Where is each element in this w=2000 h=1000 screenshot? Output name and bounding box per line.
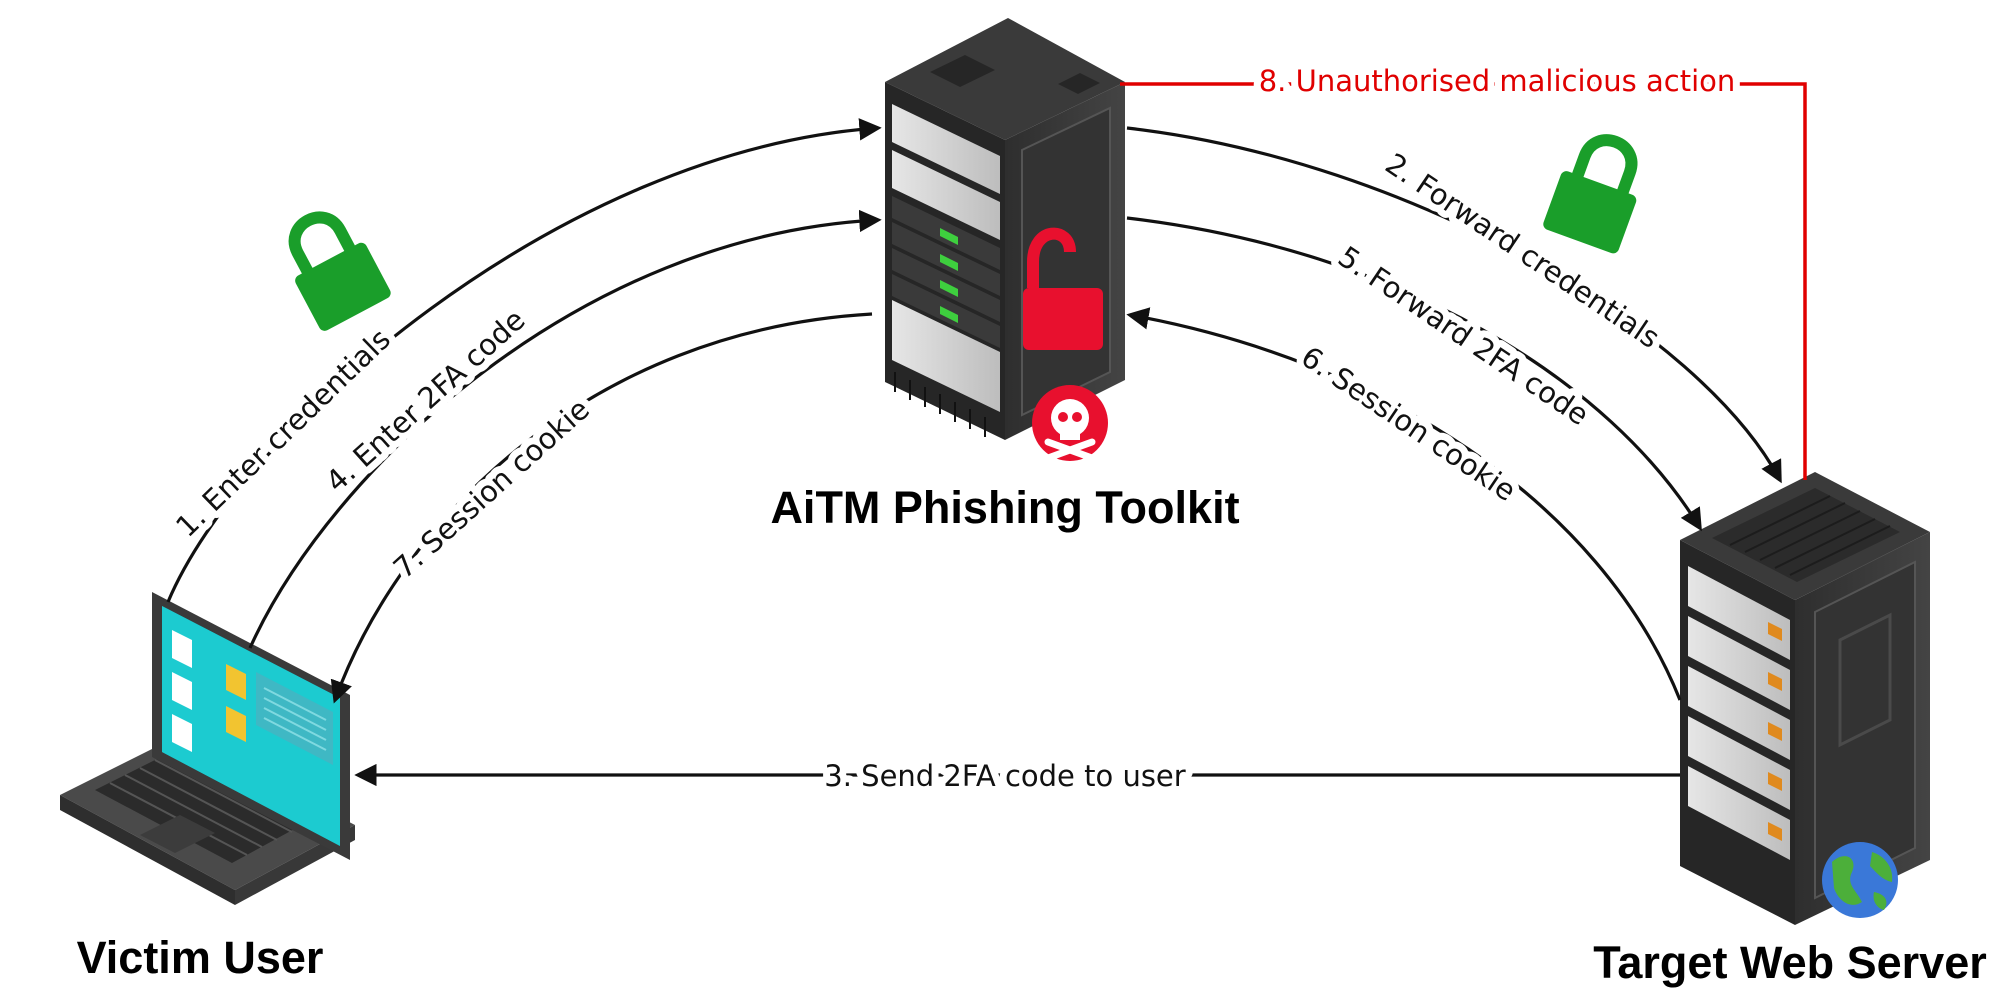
arrow-step-5 xyxy=(1126,216,1702,532)
padlock-locked-icon-server-side xyxy=(1543,134,1638,254)
arrow-step-6 xyxy=(1126,307,1682,701)
step-label-8: 8. Unauthorised malicious action xyxy=(1259,64,1736,98)
laptop-icon xyxy=(60,592,355,905)
arrow-step-4 xyxy=(248,209,882,649)
arrow-step-8 xyxy=(1120,82,1807,480)
target-server-rack-icon xyxy=(1680,472,1930,925)
padlock-unlocked-icon xyxy=(1023,227,1103,350)
server-blades xyxy=(1688,566,1790,860)
rack-blades xyxy=(892,104,1000,412)
step-label-3: 3. Send 2FA code to user xyxy=(824,759,1185,793)
arrow-step-7 xyxy=(330,312,873,704)
node-label-toolkit: AiTM Phishing Toolkit xyxy=(770,482,1239,533)
globe-icon xyxy=(1822,842,1898,918)
padlock-locked-icon-victim-side xyxy=(288,211,391,331)
skull-crossbones-icon xyxy=(1032,385,1108,462)
node-label-server: Target Web Server xyxy=(1593,937,1987,988)
arrow-step-2 xyxy=(1126,126,1782,484)
toolkit-server-rack-icon xyxy=(885,18,1125,440)
node-label-victim: Victim User xyxy=(77,932,324,983)
arrow-step-1 xyxy=(166,118,882,603)
